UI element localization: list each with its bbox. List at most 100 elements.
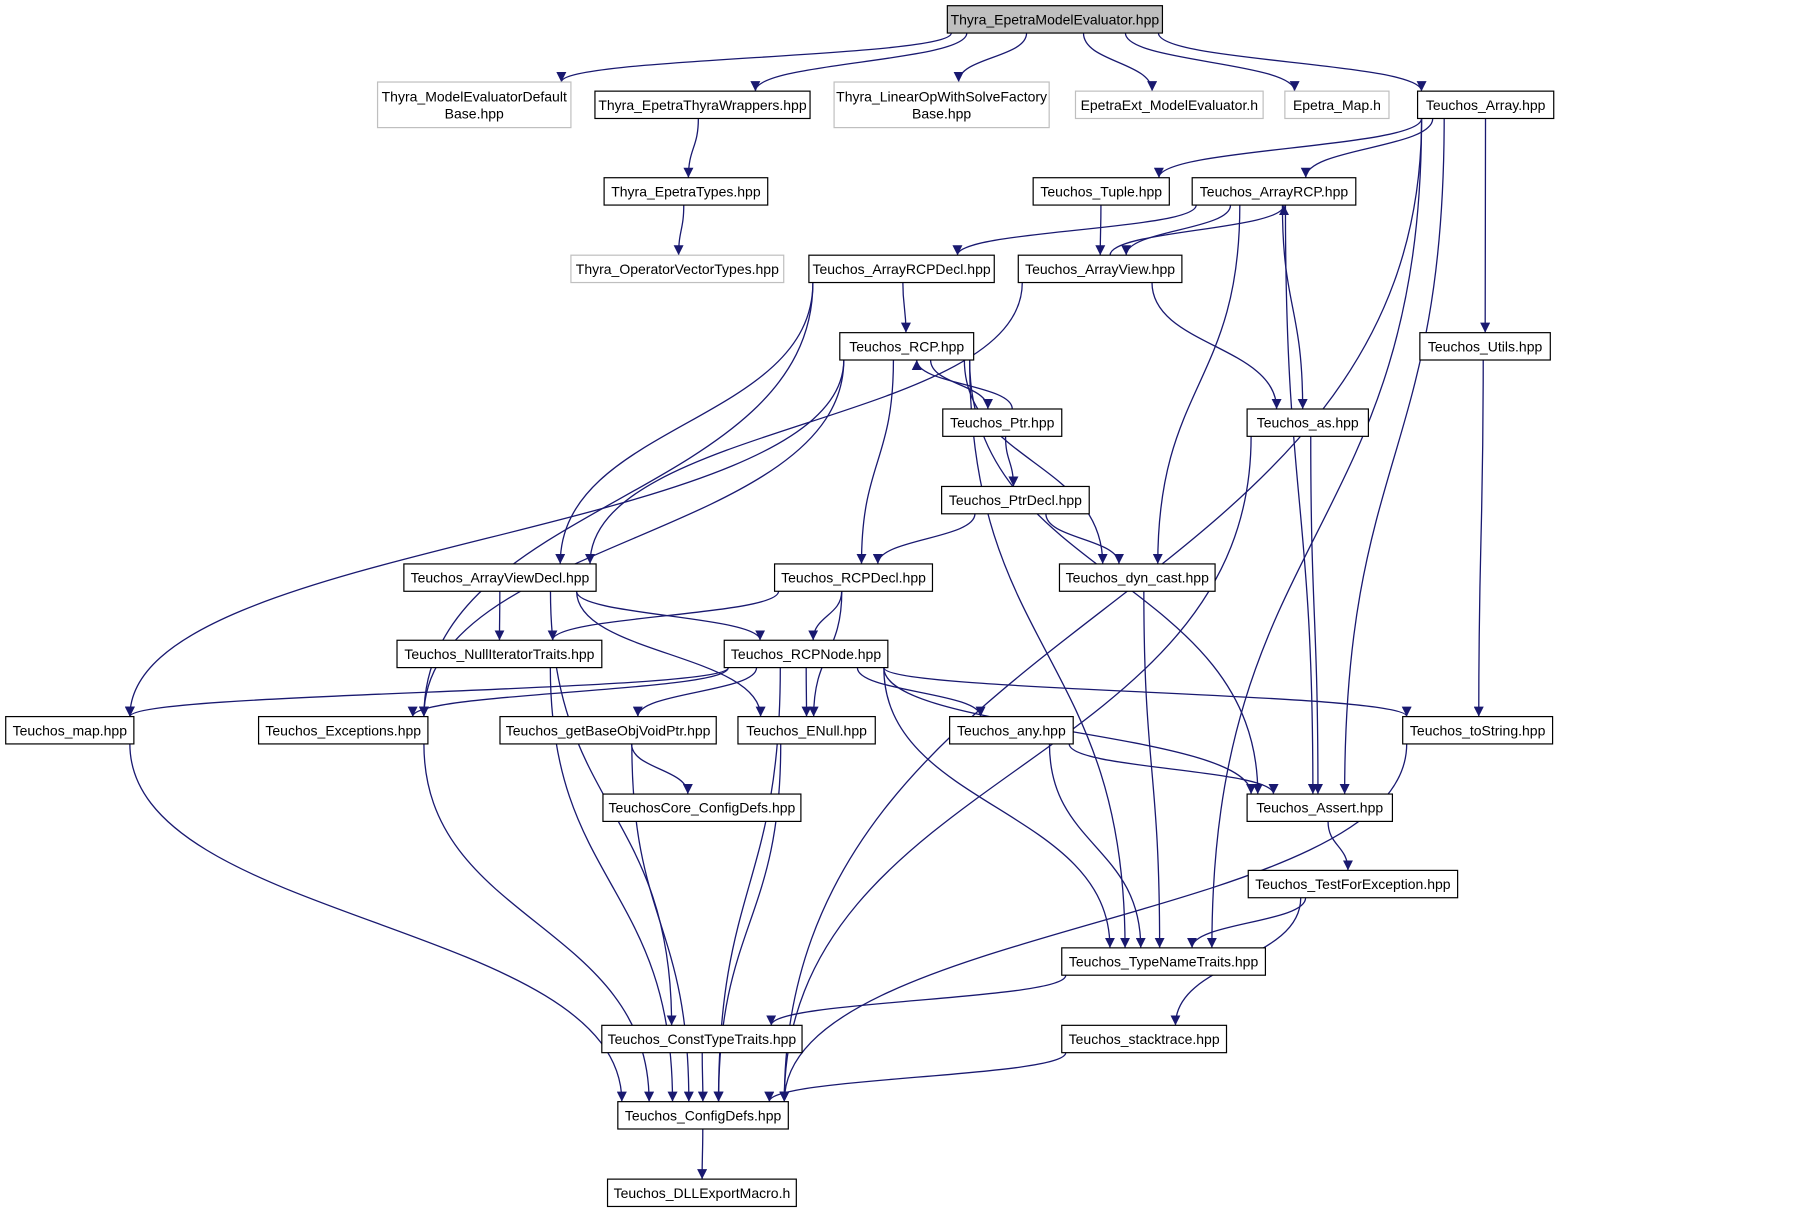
node-assert[interactable]: Teuchos_Assert.hpp <box>1246 793 1394 823</box>
edge-etypes-to-ovt <box>673 205 685 256</box>
node-tfe[interactable]: Teuchos_TestForException.hpp <box>1247 869 1459 899</box>
node-label: EpetraExt_ModelEvaluator.h <box>1081 97 1258 113</box>
edge-arcp-to-arcpd <box>952 204 1197 256</box>
node-label: Teuchos_ArrayRCP.hpp <box>1200 183 1349 199</box>
node-arcp[interactable]: Teuchos_ArrayRCP.hpp <box>1191 177 1357 206</box>
edge-arcp-to-tas <box>1281 205 1308 409</box>
edge-root-to-tarr <box>1157 32 1427 92</box>
node-exc[interactable]: Teuchos_Exceptions.hpp <box>257 715 429 745</box>
node-dyn[interactable]: Teuchos_dyn_cast.hpp <box>1058 563 1216 592</box>
edge-arcpd-to-exc <box>418 282 814 717</box>
node-box <box>1247 869 1459 899</box>
node-label: Teuchos_ArrayRCPDecl.hpp <box>812 261 990 277</box>
node-label: Base.hpp <box>912 105 971 121</box>
node-box <box>594 90 811 120</box>
node-box <box>570 254 785 284</box>
node-label: Thyra_OperatorVectorTypes.hpp <box>576 261 779 277</box>
node-eme[interactable]: EpetraExt_ModelEvaluator.h <box>1074 90 1264 120</box>
node-box <box>808 254 995 284</box>
edge-aview-to-tas <box>1151 282 1282 409</box>
node-rcp[interactable]: Teuchos_RCP.hpp <box>839 332 975 361</box>
node-box <box>1017 254 1183 284</box>
edge-tarr-to-tuple <box>1153 118 1423 178</box>
node-label: Teuchos_Array.hpp <box>1426 97 1546 113</box>
node-label: Teuchos_TestForException.hpp <box>1255 876 1451 892</box>
node-box <box>737 715 876 745</box>
edge-rcp-to-tmap <box>124 360 845 717</box>
node-avd[interactable]: Teuchos_ArrayViewDecl.hpp <box>403 563 597 592</box>
node-label: Teuchos_Utils.hpp <box>1428 338 1543 354</box>
node-ctt[interactable]: Teuchos_ConstTypeTraits.hpp <box>601 1024 803 1054</box>
node-ptrd[interactable]: Teuchos_PtrDecl.hpp <box>941 485 1090 515</box>
node-emap[interactable]: Epetra_Map.h <box>1284 90 1390 120</box>
edge-utils-to-tostr <box>1473 360 1484 717</box>
edge-ptr-to-ptrd <box>1004 436 1019 487</box>
node-etypes[interactable]: Thyra_EpetraTypes.hpp <box>603 177 769 206</box>
node-label: Teuchos_Assert.hpp <box>1256 800 1383 816</box>
node-tarr[interactable]: Teuchos_Array.hpp <box>1416 90 1555 120</box>
node-gbo[interactable]: Teuchos_getBaseObjVoidPtr.hpp <box>499 715 717 745</box>
edge-arcpd-to-rcp <box>900 282 911 333</box>
node-cfg[interactable]: Teuchos_ConfigDefs.hpp <box>617 1101 789 1130</box>
edge-rcpn-to-gbo <box>632 667 758 717</box>
node-tnt[interactable]: Teuchos_TypeNameTraits.hpp <box>1061 947 1267 976</box>
node-label: Teuchos_ConstTypeTraits.hpp <box>608 1031 797 1047</box>
node-rcpd[interactable]: Teuchos_RCPDecl.hpp <box>773 563 934 592</box>
node-label: Teuchos_RCPDecl.hpp <box>781 570 926 586</box>
node-tas[interactable]: Teuchos_as.hpp <box>1246 408 1369 437</box>
edge-rcpd-to-rcpn <box>808 591 843 641</box>
edge-rcpn-to-tmap <box>125 667 729 718</box>
node-etw[interactable]: Thyra_EpetraThyraWrappers.hpp <box>594 90 811 120</box>
edge-tas-to-assert <box>1310 436 1323 795</box>
node-box <box>1246 408 1369 437</box>
node-label: Teuchos_RCP.hpp <box>849 338 964 354</box>
node-box <box>257 715 429 745</box>
node-any[interactable]: Teuchos_any.hpp <box>949 715 1074 745</box>
node-tuple[interactable]: Teuchos_Tuple.hpp <box>1032 177 1170 206</box>
edge-stack-to-cfg <box>764 1052 1067 1102</box>
edge-arcp-to-aview <box>1121 204 1232 256</box>
node-utils[interactable]: Teuchos_Utils.hpp <box>1419 332 1551 361</box>
edge-rcpn-to-cfg <box>713 667 781 1102</box>
node-dll[interactable]: Teuchos_DLLExportMacro.h <box>606 1178 797 1208</box>
node-tcc[interactable]: TeuchosCore_ConfigDefs.hpp <box>602 793 802 823</box>
edge-rcpn-to-tnt <box>883 667 1115 948</box>
node-rcpn[interactable]: Teuchos_RCPNode.hpp <box>723 639 889 669</box>
node-nit[interactable]: Teuchos_NullIteratorTraits.hpp <box>396 639 603 669</box>
edge-arcp-to-dyn <box>1152 205 1241 564</box>
node-label: Teuchos_RCPNode.hpp <box>731 646 881 662</box>
node-label: Teuchos_ConfigDefs.hpp <box>625 1107 782 1123</box>
node-tmap[interactable]: Teuchos_map.hpp <box>5 715 135 745</box>
edge-rcp-to-rcpd <box>856 360 895 564</box>
edge-arcp-to-assert <box>1284 205 1318 795</box>
node-label: Teuchos_toString.hpp <box>1410 722 1546 738</box>
node-root[interactable]: Thyra_EpetraModelEvaluator.hpp <box>946 5 1164 34</box>
node-label: Epetra_Map.h <box>1293 97 1381 113</box>
node-label: Teuchos_map.hpp <box>13 722 128 738</box>
node-aview[interactable]: Teuchos_ArrayView.hpp <box>1017 254 1183 284</box>
node-label: Teuchos_ArrayViewDecl.hpp <box>411 570 590 586</box>
node-label: Teuchos_NullIteratorTraits.hpp <box>404 646 594 662</box>
edge-root-to-eme <box>1082 32 1158 92</box>
edge-rcp-to-dyn <box>963 360 1108 564</box>
node-box <box>1402 715 1554 745</box>
node-ptr[interactable]: Teuchos_Ptr.hpp <box>942 408 1063 437</box>
edge-nit-to-cfg <box>549 667 678 1102</box>
edge-root-to-emap <box>1124 32 1300 92</box>
nodes-layer: Thyra_EpetraModelEvaluator.hppThyra_Mode… <box>5 5 1555 1208</box>
node-box <box>1032 177 1170 206</box>
edge-tnt-to-ctt <box>766 974 1067 1026</box>
node-tostr[interactable]: Teuchos_toString.hpp <box>1402 715 1554 745</box>
node-box <box>941 485 1090 515</box>
node-box <box>1061 1024 1228 1054</box>
node-box <box>617 1101 789 1130</box>
node-stack[interactable]: Teuchos_stacktrace.hpp <box>1061 1024 1228 1054</box>
node-ovt[interactable]: Thyra_OperatorVectorTypes.hpp <box>570 254 785 284</box>
node-arcpd[interactable]: Teuchos_ArrayRCPDecl.hpp <box>808 254 995 284</box>
node-label: Teuchos_PtrDecl.hpp <box>949 492 1082 508</box>
node-box <box>946 5 1164 34</box>
node-enull[interactable]: Teuchos_ENull.hpp <box>737 715 876 745</box>
